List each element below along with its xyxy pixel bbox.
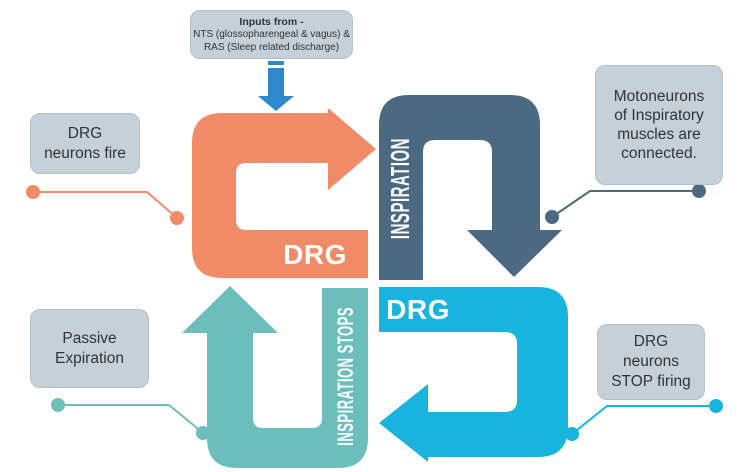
callout-line: Passive (62, 329, 117, 347)
orange-cycle-arrow (192, 108, 376, 278)
inspiration-stops-label: INSPIRATION STOPS (332, 306, 358, 446)
connector-dot (545, 210, 559, 224)
inputs-down-arrow (258, 61, 294, 111)
callout-line: NTS (glossopharengeal & vagus) & (193, 29, 350, 40)
callout-line: Expiration (55, 349, 124, 367)
callout-line: neurons fire (44, 144, 126, 162)
inspiration-stops-arrow (182, 286, 368, 468)
callout-motoneurons: Motoneurons of Inspiratory muscles are c… (595, 65, 723, 185)
inputs-arrow-dash (268, 61, 284, 65)
inputs-arrowhead-icon (258, 96, 294, 111)
callout-line: DRG (67, 124, 103, 142)
connector-top-right-line (551, 190, 699, 218)
callout-inputs-title: Inputs from - (239, 16, 304, 28)
connector-dot (51, 398, 65, 412)
callout-line: DRG (633, 333, 669, 350)
connector-dot (692, 184, 706, 198)
cyan-arrow-drg-label: DRG (386, 294, 450, 325)
callout-line: STOP firing (611, 373, 691, 390)
callout-line: muscles are (617, 126, 701, 143)
callout-line: of Inspiratory (614, 107, 704, 124)
connector-bottom-right-line (571, 405, 716, 435)
callout-passive-expiration: Passive Expiration (30, 309, 149, 388)
connector-dot (26, 185, 40, 199)
callout-drg-stop-firing: DRG neurons STOP firing (597, 324, 705, 400)
connector-bottom-left-line (58, 404, 204, 434)
connector-dot (196, 426, 210, 440)
connector-bottom-left (51, 398, 210, 440)
callout-line: Motoneurons (613, 88, 705, 105)
connector-dot (565, 427, 579, 441)
callout-line: neurons (622, 353, 679, 370)
connector-top-left-line (33, 191, 178, 219)
callout-line: connected. (621, 145, 697, 162)
connector-dot (170, 211, 184, 225)
connector-top-right (545, 184, 706, 224)
callout-inputs: Inputs from - NTS (glossopharengeal & va… (190, 10, 353, 59)
connector-top-left (26, 185, 184, 225)
connector-dot (709, 399, 723, 413)
cyan-cycle-arrow (379, 287, 568, 462)
callout-line: RAS (Sleep related discharge) (203, 41, 340, 53)
inspiration-label: INSPIRATION (386, 138, 416, 240)
orange-arrow-drg-label: DRG (283, 239, 347, 270)
connector-bottom-right (565, 399, 723, 441)
callout-drg-neurons-fire: DRG neurons fire (30, 113, 140, 174)
inspiration-stops-label-wrap: INSPIRATION STOPS (322, 290, 368, 462)
inputs-arrow-shaft (268, 68, 284, 96)
inspiration-arrow (379, 95, 562, 280)
inspiration-label-wrap: INSPIRATION (379, 98, 423, 280)
